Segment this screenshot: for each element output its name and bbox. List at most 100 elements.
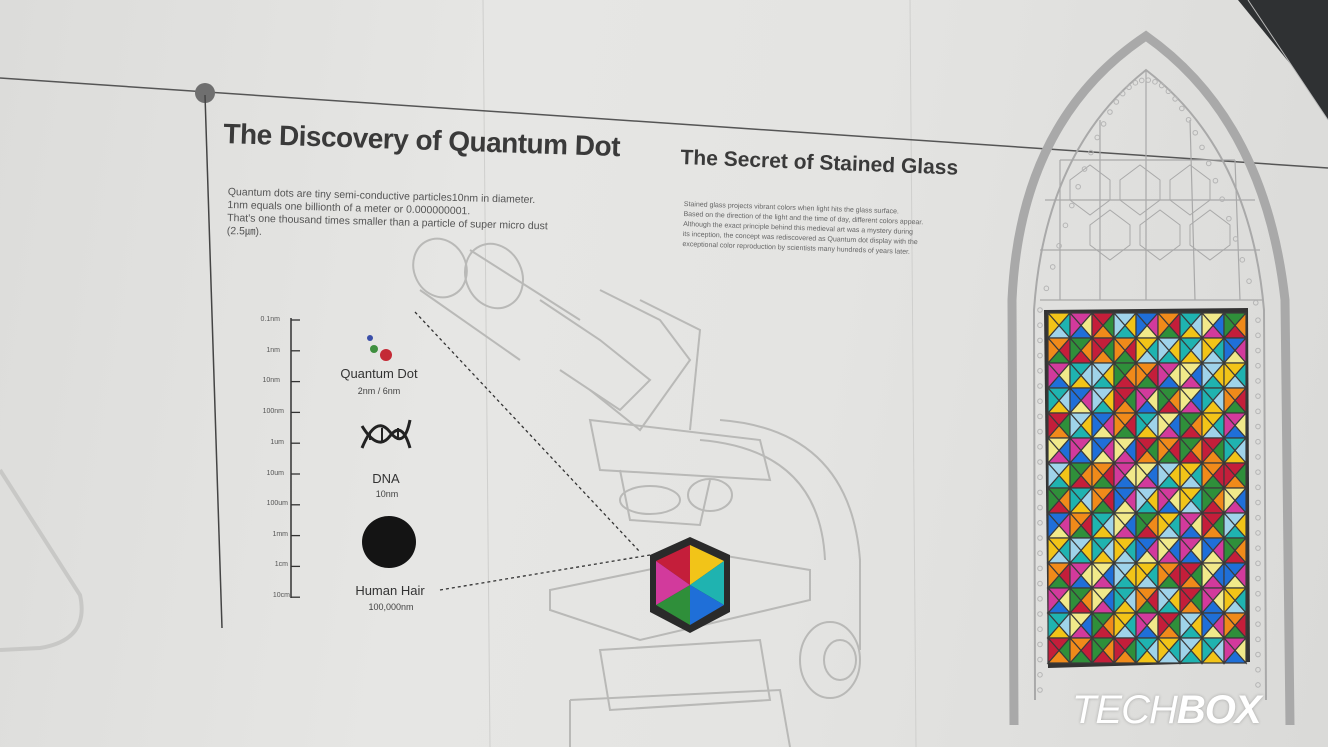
window-bead [1226,215,1232,222]
window-bead [1037,550,1043,557]
glass-piece [1135,386,1148,415]
window-bead [1212,177,1219,184]
glass-piece [1091,536,1104,565]
window-bead [1037,428,1043,435]
window-bead [1037,687,1043,693]
window-bead [1255,621,1261,627]
glass-piece [1091,586,1104,615]
glass-piece [1223,361,1236,390]
glass-piece [1091,561,1104,590]
glass-piece [1113,311,1126,340]
glass-piece [1179,536,1192,565]
glass-piece [1223,386,1236,415]
glass-piece [1047,336,1060,365]
window-bead [1255,317,1261,323]
glass-piece [1179,361,1192,390]
window-bead [1119,90,1126,97]
window-bead [1255,438,1261,445]
glass-piece [1047,461,1060,490]
dna-label: DNA [372,471,400,486]
glass-piece [1091,611,1104,640]
glass-piece [1179,461,1192,490]
window-bead [1132,80,1139,86]
techbox-watermark: TECHBOX [1072,688,1262,732]
glass-piece [1069,536,1082,565]
glass-piece [1157,486,1170,515]
glass-piece [1157,436,1170,465]
glass-piece [1135,336,1148,365]
pointer-line-upper [414,311,641,553]
glass-piece [1223,436,1236,465]
glass-piece [1113,636,1126,665]
timeline-drop-line [204,94,223,629]
window-bead [1037,611,1043,617]
window-bead [1037,504,1043,511]
glass-piece [1135,361,1148,390]
glass-piece [1223,336,1236,365]
glass-piece [1223,486,1236,515]
glass-piece [1201,436,1214,465]
window-bead [1255,514,1261,521]
glass-piece [1223,411,1236,440]
dna-size: 10nm [375,489,399,499]
glass-piece [1223,561,1236,590]
scale-tick-label: 1nm [266,347,280,354]
glass-piece [1113,361,1126,390]
glass-piece [1091,461,1104,490]
glass-piece [1047,361,1060,390]
timeline-dot [195,83,215,103]
glass-piece [1179,336,1192,365]
window-bead [1037,337,1043,344]
window-bead [1172,96,1178,102]
glass-piece [1157,511,1170,540]
window-bead [1037,459,1043,465]
panel-seam [482,0,491,747]
window-bead [1246,278,1252,284]
glass-piece [1223,536,1236,565]
window-bead [1037,307,1043,313]
window-bead [1255,469,1261,475]
window-bead [1043,285,1050,292]
glass-piece [1135,536,1148,565]
glass-piece [1201,336,1214,365]
watermark-part1: TECH [1072,688,1178,732]
window-bead [1094,134,1101,141]
window-bead [1145,77,1152,83]
scale-tick-label: 10nm [262,377,280,384]
glass-piece [1113,561,1126,590]
watermark-part2: BOX [1176,688,1262,732]
glass-piece [1157,586,1170,615]
window-bead [1232,236,1239,242]
pointer-line-lower [439,554,651,591]
human-hair-size: 100,000nm [368,602,414,612]
glass-piece [1179,386,1192,415]
glass-piece [1157,636,1170,665]
glass-piece [1135,436,1148,465]
glass-piece [1201,386,1214,415]
quantum-dot-size: 2nm / 6nm [357,386,401,396]
glass-piece [1201,536,1214,565]
hair-cross-section-icon [362,516,416,568]
glass-piece [1091,311,1104,340]
window-bead [1255,499,1261,506]
glass-piece [1113,461,1126,490]
glass-piece [1135,511,1148,540]
glass-piece [1201,361,1214,390]
window-bead [1037,672,1043,678]
glass-piece [1201,561,1214,590]
glass-piece [1069,386,1082,415]
glass-piece [1047,486,1060,515]
glass-piece [1223,511,1236,540]
human-hair-label: Human Hair [355,583,425,598]
window-bead [1037,565,1043,572]
glass-piece [1047,511,1060,540]
window-bead [1107,109,1113,115]
glass-piece [1179,511,1192,540]
glass-piece [1069,561,1082,590]
window-bead [1158,82,1165,89]
window-bead [1037,413,1043,420]
glass-piece [1069,311,1082,340]
scale-tick-label: 10cm [272,592,290,599]
glass-piece [1091,386,1104,415]
window-bead [1252,299,1259,306]
